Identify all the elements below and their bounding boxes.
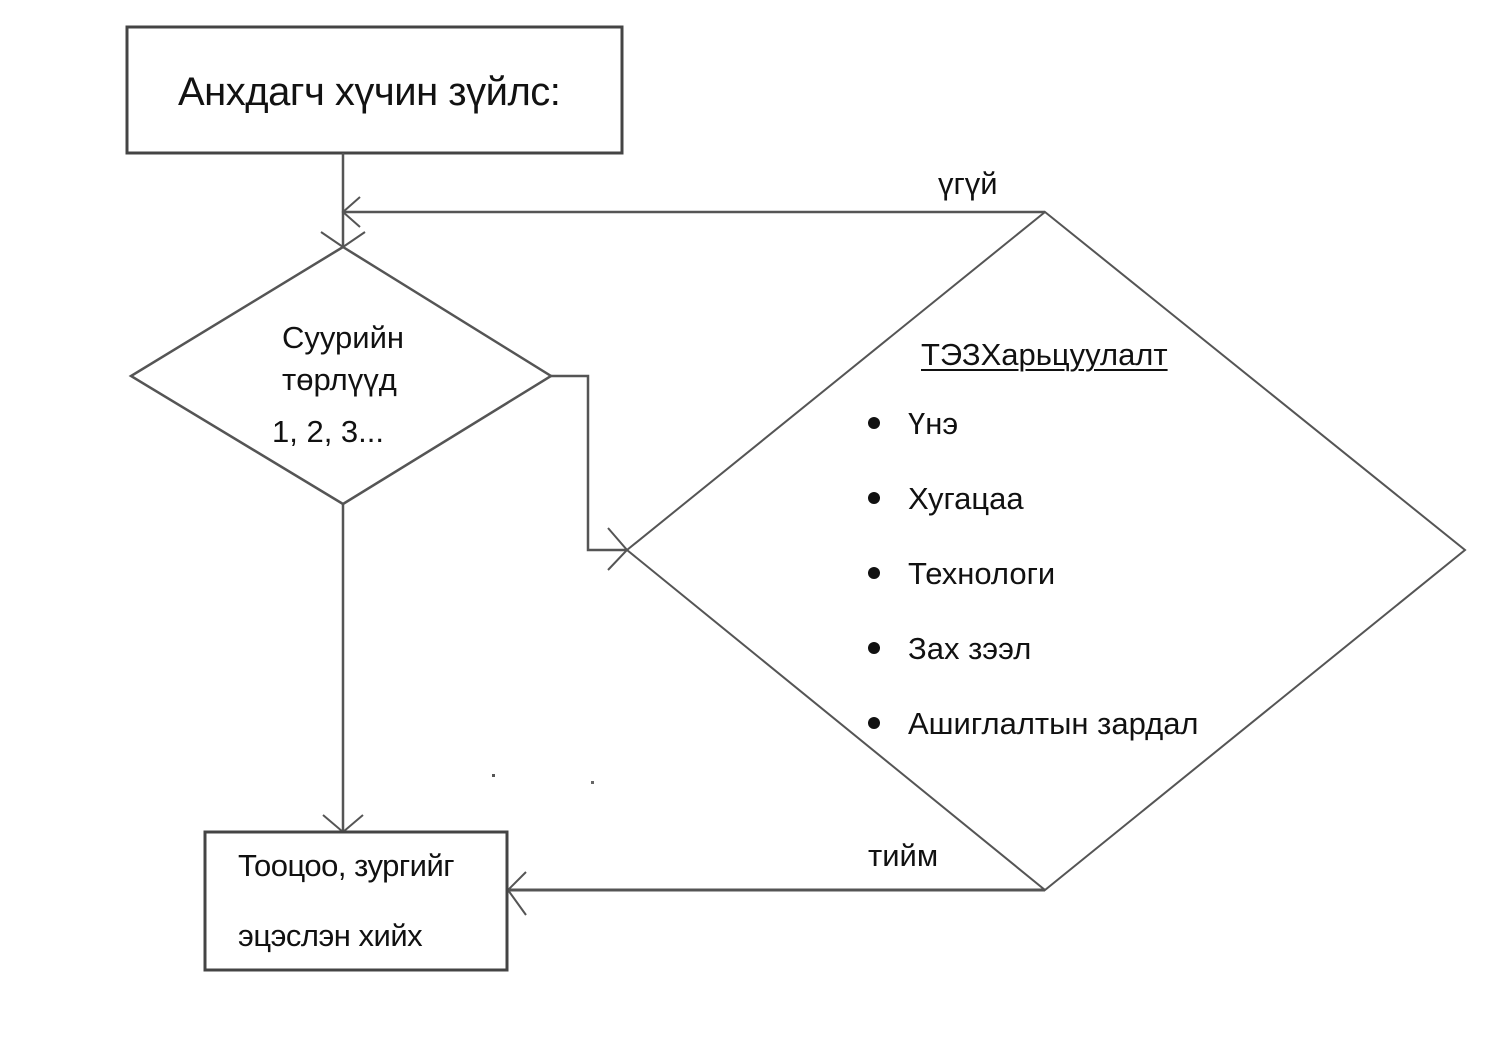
end-box-line-2: эцэслэн хийх <box>238 918 423 953</box>
comparison-item-label: Технологи <box>908 556 1056 591</box>
comparison-item: Технологи <box>868 556 1055 592</box>
base-types-line-1: Суурийн <box>282 320 405 355</box>
stray-dot <box>492 774 495 777</box>
comparison-title: ТЭЗХарьцуулалт <box>921 337 1168 372</box>
bullet-icon <box>868 641 880 654</box>
comparison-item: Ашиглалтын зардал <box>868 706 1199 742</box>
edge-base-to-comparison <box>551 374 627 552</box>
start-box-text: Анхдагч хүчин зүйлс: <box>178 70 561 114</box>
edge-label-yes: тийм <box>868 838 939 873</box>
stray-dot <box>591 781 594 784</box>
comparison-item-label: Ашиглалтын зардал <box>908 706 1199 741</box>
comparison-item: Зах зээл <box>868 631 1031 667</box>
base-types-line-3: 1, 2, 3... <box>272 414 385 449</box>
start-box <box>125 25 624 155</box>
end-box-line-1: Тооцоо, зургийг <box>238 848 455 883</box>
bullet-icon <box>868 566 880 579</box>
comparison-item: Хугацаа <box>868 481 1024 517</box>
end-box <box>203 830 509 972</box>
comparison-item: Үнэ <box>868 406 958 442</box>
comparison-item-label: Зах зээл <box>908 631 1032 666</box>
comparison-item-label: Үнэ <box>908 406 959 441</box>
arrowhead-no-loop <box>341 196 361 228</box>
base-types-line-2: төрлүүд <box>282 362 397 397</box>
bullet-icon <box>868 716 880 729</box>
arrowhead-yes <box>506 871 527 916</box>
bullet-icon <box>868 491 880 504</box>
comparison-diamond <box>625 210 1467 892</box>
bullet-icon <box>868 416 880 429</box>
comparison-item-label: Хугацаа <box>908 481 1024 516</box>
edge-label-no: үгүй <box>938 166 998 201</box>
